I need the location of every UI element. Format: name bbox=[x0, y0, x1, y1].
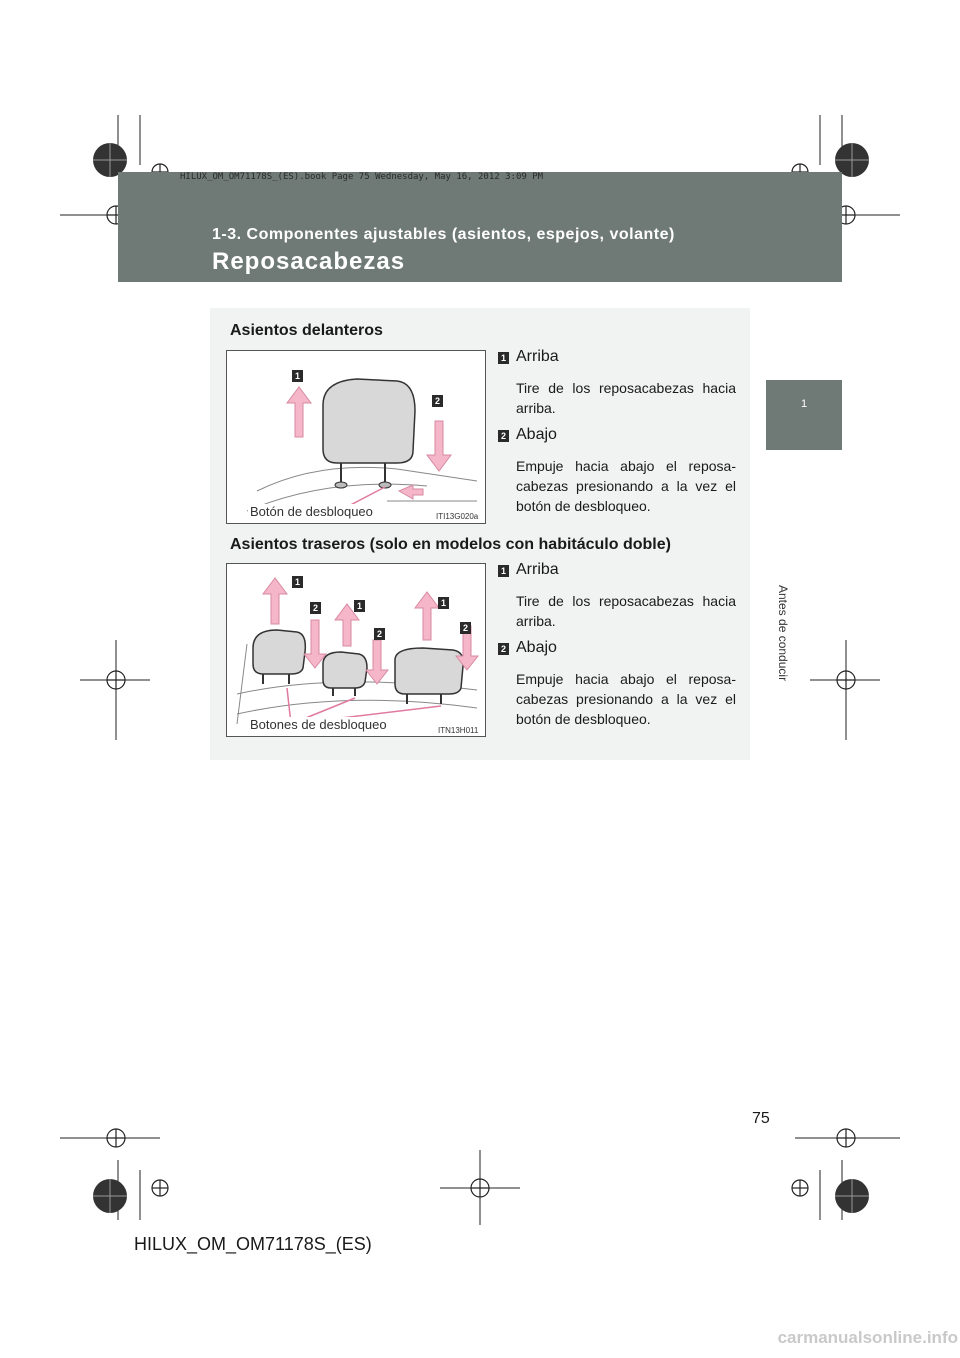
rear-figure-caption: Botones de desbloqueo bbox=[248, 717, 389, 732]
front-headrest-illustration bbox=[246, 378, 478, 512]
rear-seats-heading: Asientos traseros (solo en modelos con h… bbox=[230, 536, 671, 553]
front-item-1-badge: 1 bbox=[498, 352, 509, 364]
figure-badge-1: 1 bbox=[438, 597, 449, 609]
front-item-1-title: Arriba bbox=[516, 348, 559, 365]
chapter-tab bbox=[766, 380, 842, 450]
figure-badge-2: 2 bbox=[310, 602, 321, 614]
rear-item-2-desc: Empuje hacia abajo el reposa-cabezas pre… bbox=[516, 671, 736, 727]
chapter-tab-number: 1 bbox=[800, 398, 808, 410]
rear-item-2-title: Abajo bbox=[516, 639, 557, 656]
document-code: HILUX_OM_OM71178S_(ES) bbox=[134, 1234, 372, 1254]
rear-item-1-badge: 1 bbox=[498, 565, 509, 577]
front-figure-caption: Botón de desbloqueo bbox=[248, 504, 375, 519]
figure-badge-1: 1 bbox=[292, 576, 303, 588]
front-item-1-desc: Tire de los reposacabezas hacia arriba. bbox=[516, 380, 736, 416]
figure-badge-2: 2 bbox=[432, 395, 443, 407]
page-number: 75 bbox=[752, 1110, 770, 1127]
page-title: Reposacabezas bbox=[212, 248, 406, 275]
rear-item-1-title: Arriba bbox=[516, 561, 559, 578]
figure-badge-2: 2 bbox=[374, 628, 385, 640]
watermark: carmanualsonline.info bbox=[777, 1328, 958, 1347]
figure-badge-1: 1 bbox=[292, 370, 303, 382]
front-item-2-title: Abajo bbox=[516, 426, 557, 443]
rear-item-2-badge: 2 bbox=[498, 643, 509, 655]
rear-headrest-illustration bbox=[236, 577, 480, 725]
front-headrest-figure bbox=[226, 350, 486, 524]
front-item-2-desc: Empuje hacia abajo el reposa-cabezas pre… bbox=[516, 458, 736, 514]
print-stamp: HILUX_OM_OM71178S_(ES).book Page 75 Wedn… bbox=[180, 172, 544, 182]
figure-badge-1: 1 bbox=[354, 600, 365, 612]
rear-headrest-figure bbox=[226, 563, 486, 737]
figure-badge-2: 2 bbox=[460, 622, 471, 634]
front-figure-code: ITI13G020a bbox=[436, 512, 479, 521]
section-header-band bbox=[118, 172, 842, 282]
front-item-2-badge: 2 bbox=[498, 430, 509, 442]
chapter-tab-label-text: Antes de conducir bbox=[776, 585, 790, 682]
front-seats-heading: Asientos delanteros bbox=[230, 322, 383, 339]
rear-figure-code: ITN13H011 bbox=[438, 726, 479, 735]
chapter-tab-label: Antes de conducir bbox=[776, 475, 810, 681]
section-label: 1-3. Componentes ajustables (asientos, e… bbox=[212, 226, 675, 243]
rear-item-1-desc: Tire de los reposacabezas hacia arriba. bbox=[516, 593, 736, 629]
